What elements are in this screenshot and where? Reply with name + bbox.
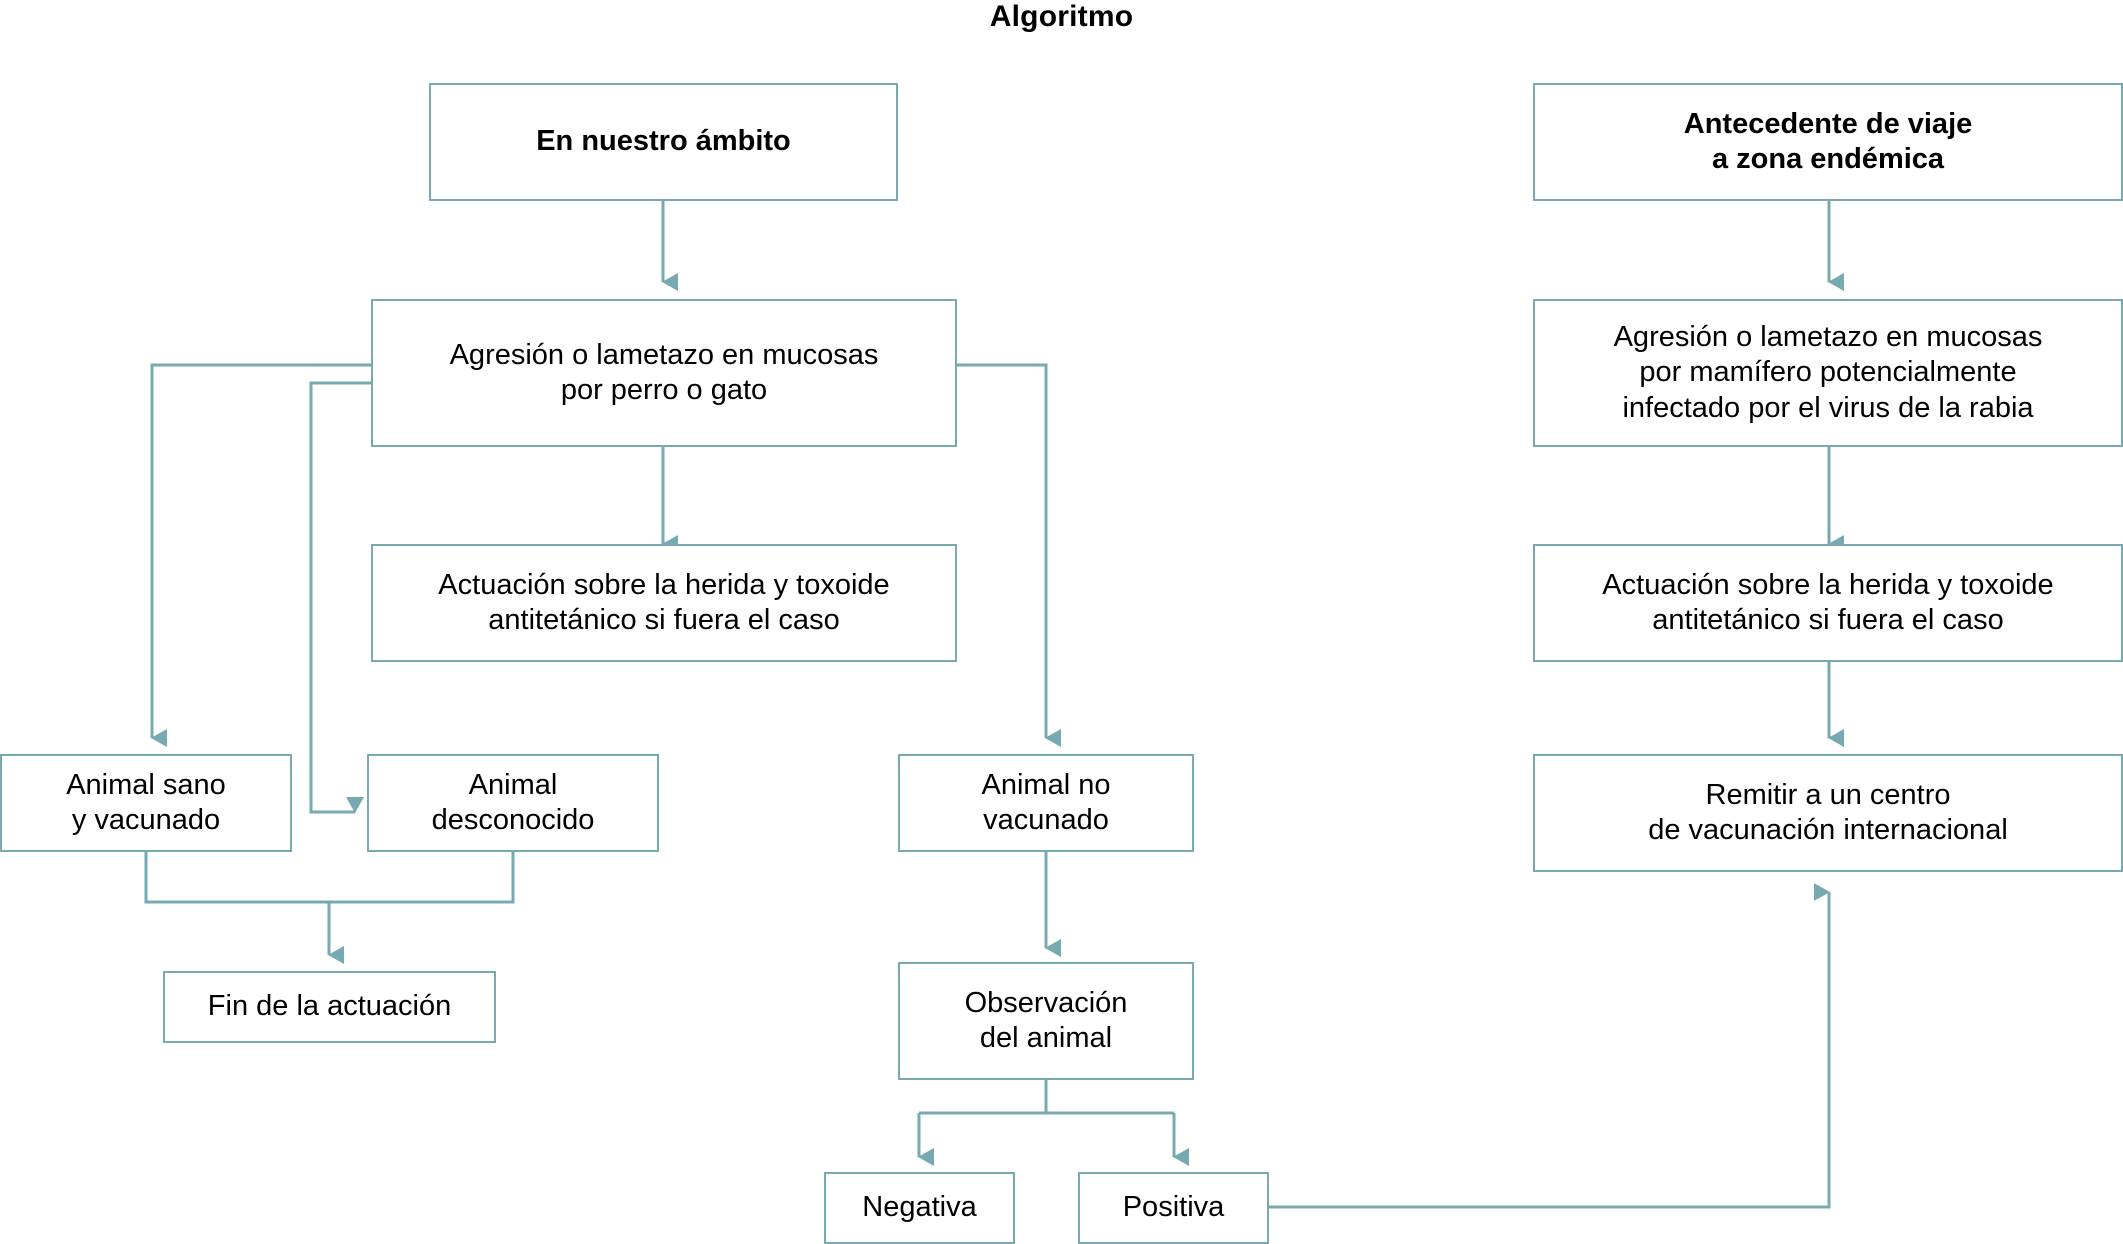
edge-exposure-to-animal-healthy	[150, 363, 371, 747]
edge-positive-to-refer-center	[1269, 883, 1831, 1209]
node-animal-healthy[interactable]: Animal sano y vacunado	[0, 754, 292, 852]
node-negative[interactable]: Negativa	[824, 1172, 1015, 1244]
node-refer-center[interactable]: Remitir a un centro de vacunación intern…	[1533, 754, 2123, 872]
node-observation[interactable]: Observación del animal	[898, 962, 1194, 1080]
edge-exposure-to-animal-unknown	[309, 381, 371, 814]
node-travel-history[interactable]: Antecedente de viaje a zona endémica	[1533, 83, 2123, 201]
node-animal-unvaccinated[interactable]: Animal no vacunado	[898, 754, 1194, 852]
node-local-exposure[interactable]: Agresión o lametazo en mucosas por perro…	[371, 299, 957, 447]
node-animal-unknown[interactable]: Animal desconocido	[367, 754, 659, 852]
node-travel-exposure[interactable]: Agresión o lametazo en mucosas por mamíf…	[1533, 299, 2123, 447]
page-title: Algoritmo	[989, 0, 1134, 33]
node-travel-wound-care[interactable]: Actuación sobre la herida y toxoide anti…	[1533, 544, 2123, 662]
node-end-action[interactable]: Fin de la actuación	[163, 971, 496, 1043]
node-local-wound-care[interactable]: Actuación sobre la herida y toxoide anti…	[371, 544, 957, 662]
edge-exposure-to-animal-unvaccinated	[957, 363, 1061, 747]
edge-merge-healthy-unknown	[144, 852, 515, 904]
node-positive[interactable]: Positiva	[1078, 1172, 1269, 1244]
node-local-scope[interactable]: En nuestro ámbito	[429, 83, 898, 201]
